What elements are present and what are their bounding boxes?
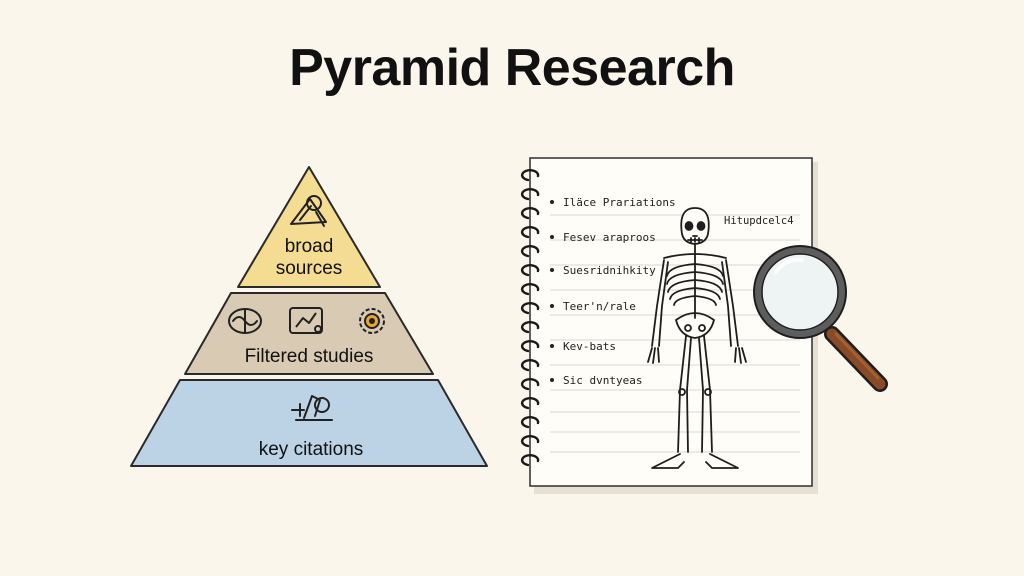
note-item: Teer'n/rale — [563, 300, 636, 313]
triangle-ruler-icon — [290, 195, 327, 227]
pyramid-tier-top — [237, 166, 381, 288]
pyramid-top-label-1: broad — [285, 236, 334, 257]
pyramid: broad sources Filtered studies key c — [130, 166, 488, 467]
note-item: Iläce Prariations — [563, 196, 676, 209]
brain-icon — [228, 308, 262, 334]
spiral-binding-icon — [520, 168, 540, 467]
pyramid-bottom-label: key citations — [259, 439, 364, 460]
note-item: Kev-bats — [563, 340, 616, 353]
note-side-text: Hitupdcelc4 — [724, 215, 794, 227]
microscope-icon — [291, 395, 333, 421]
note-item: Suesridnihkity — [563, 264, 656, 277]
notebook-ruled-lines — [550, 214, 800, 453]
pyramid-middle-label: Filtered studies — [245, 346, 374, 367]
skeleton-icon — [647, 207, 747, 469]
gear-icon — [359, 308, 385, 334]
pyramid-tier-bottom — [130, 379, 488, 467]
note-item: Fesev araproos — [563, 231, 656, 244]
magnifying-glass-icon — [753, 245, 888, 392]
tablet-chart-icon — [289, 307, 323, 334]
page-title: Pyramid Research — [289, 39, 735, 97]
note-bullets — [550, 200, 554, 382]
note-item: Sic dvntyeas — [563, 374, 642, 387]
pyramid-top-label-2: sources — [276, 258, 343, 279]
